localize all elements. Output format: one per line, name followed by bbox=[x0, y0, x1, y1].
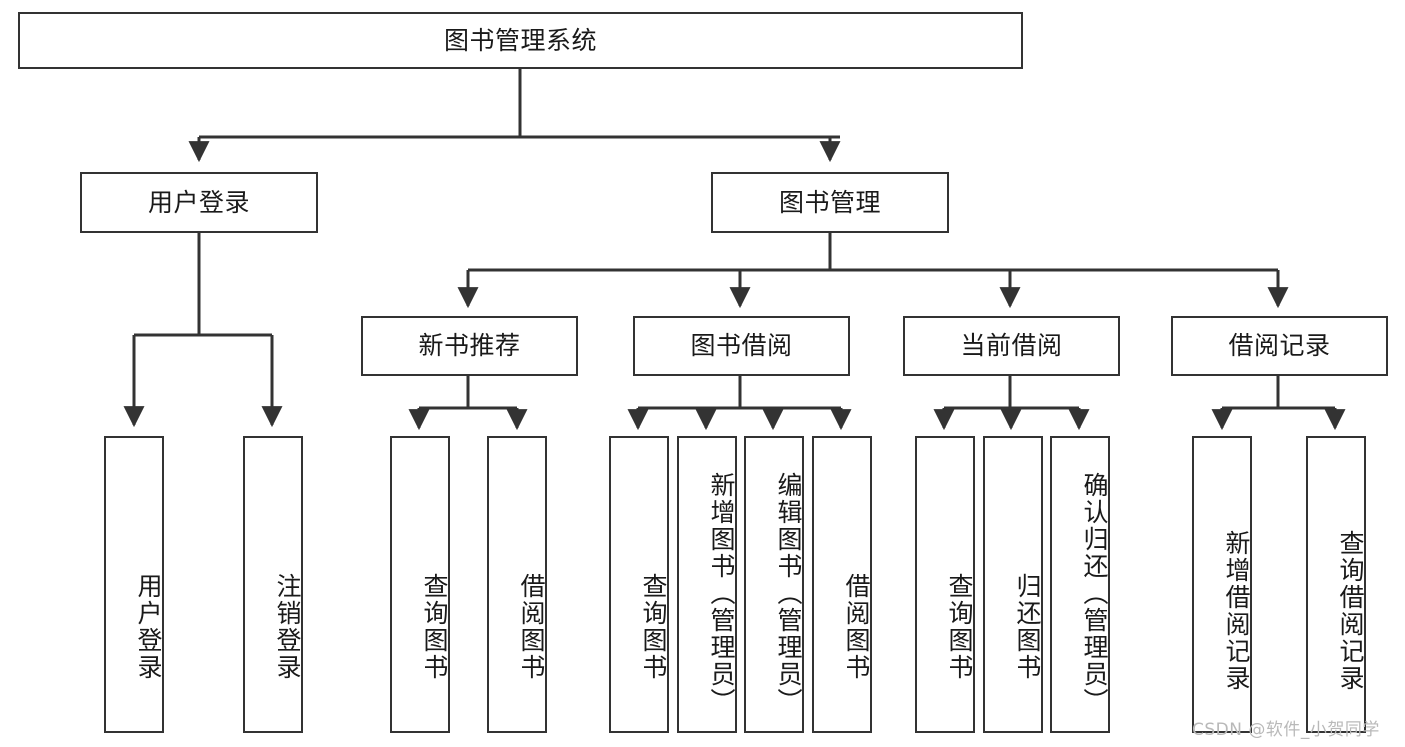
leaf-borrow-book-borrow[interactable]: 借阅图书 bbox=[812, 436, 872, 733]
leaf-query-book-current[interactable]: 查询图书 bbox=[915, 436, 975, 733]
node-root-system[interactable]: 图书管理系统 bbox=[18, 12, 1023, 69]
leaf-logout-login[interactable]: 注销登录 bbox=[243, 436, 303, 733]
leaf-borrow-book-newrec[interactable]: 借阅图书 bbox=[487, 436, 547, 733]
node-new-book-recommend[interactable]: 新书推荐 bbox=[361, 316, 578, 376]
leaf-add-borrow-record[interactable]: 新增借阅记录 bbox=[1192, 436, 1252, 733]
node-book-manage[interactable]: 图书管理 bbox=[711, 172, 949, 233]
watermark-credit: CSDN @软件_小贺同学 bbox=[1192, 720, 1380, 740]
leaf-add-book-admin[interactable]: 新增图书（管理员） bbox=[677, 436, 737, 733]
node-current-borrow[interactable]: 当前借阅 bbox=[903, 316, 1120, 376]
leaf-query-book-newrec[interactable]: 查询图书 bbox=[390, 436, 450, 733]
leaf-user-login[interactable]: 用户登录 bbox=[104, 436, 164, 733]
leaf-query-borrow-record[interactable]: 查询借阅记录 bbox=[1306, 436, 1366, 733]
node-book-borrow[interactable]: 图书借阅 bbox=[633, 316, 850, 376]
node-borrow-record[interactable]: 借阅记录 bbox=[1171, 316, 1388, 376]
leaf-return-book[interactable]: 归还图书 bbox=[983, 436, 1043, 733]
leaf-query-book-borrow[interactable]: 查询图书 bbox=[609, 436, 669, 733]
leaf-confirm-return-admin[interactable]: 确认归还（管理员） bbox=[1050, 436, 1110, 733]
leaf-edit-book-admin[interactable]: 编辑图书（管理员） bbox=[744, 436, 804, 733]
node-user-login[interactable]: 用户登录 bbox=[80, 172, 318, 233]
